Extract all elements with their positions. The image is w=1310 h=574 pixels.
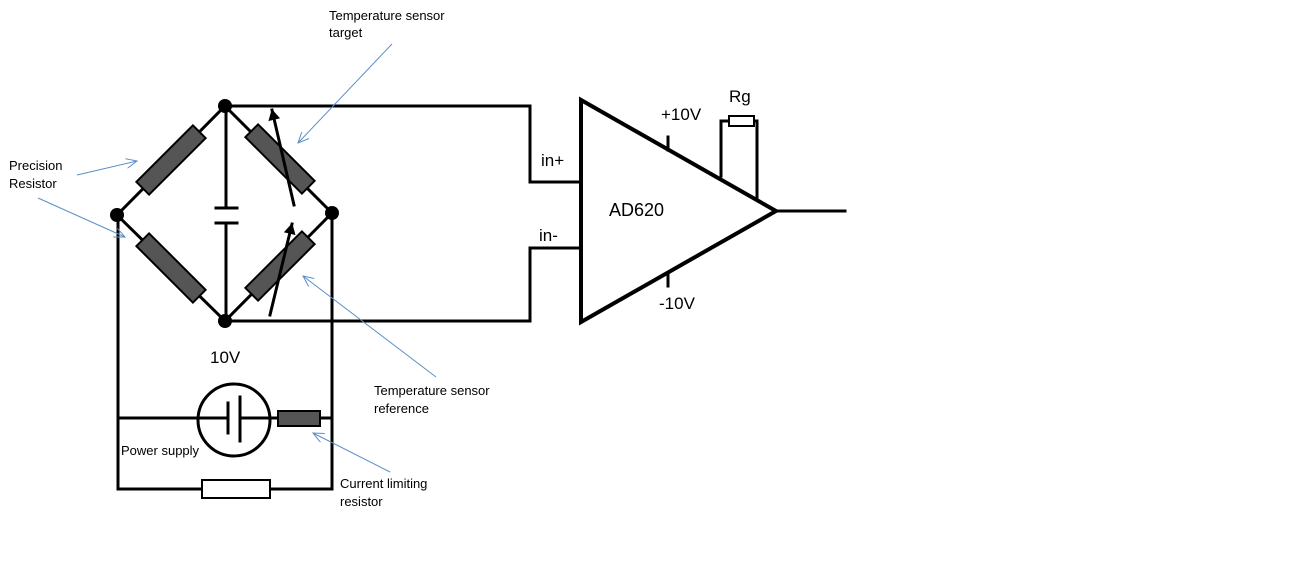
precision-resistor-lower: [134, 231, 208, 305]
label-current-limiting-resistor-line1: Current limiting: [340, 476, 427, 491]
label-in-plus: in+: [541, 151, 564, 170]
pointer-precision-resistor-lower: [37, 197, 125, 237]
temp-sensor-target-resistor: [243, 122, 317, 196]
gain-resistor: [728, 115, 755, 127]
label-temp-sensor-target-line2: target: [329, 25, 363, 40]
label-current-limiting-resistor-line2: resistor: [340, 494, 383, 509]
label-temp-sensor-target-line1: Temperature sensor: [329, 8, 445, 23]
label-power-supply: Power supply: [121, 443, 200, 458]
variable-arrow-target: [268, 108, 296, 207]
bridge-capacitor: [214, 104, 239, 323]
label-in-minus: in-: [539, 226, 558, 245]
label-neg-rail: -10V: [659, 294, 696, 313]
pointer-temp-sensor-target: [298, 43, 393, 143]
label-supply-voltage: 10V: [210, 348, 241, 367]
label-amplifier: AD620: [609, 200, 664, 220]
pointer-temp-sensor-reference: [303, 276, 437, 378]
label-gain-resistor: Rg: [729, 87, 751, 106]
amplifier-triangle: [579, 96, 781, 326]
input-wires: [223, 104, 582, 323]
label-pos-rail: +10V: [661, 105, 702, 124]
label-precision-resistor-line1: Precision: [9, 158, 62, 173]
pointer-current-limiting-resistor: [313, 433, 391, 473]
current-limiting-resistor: [277, 410, 321, 427]
precision-resistor-upper: [134, 123, 208, 197]
pointer-precision-resistor-upper: [76, 161, 137, 176]
variable-arrow-reference: [268, 222, 296, 317]
label-temp-sensor-reference-line1: Temperature sensor: [374, 383, 490, 398]
temp-sensor-reference-resistor: [243, 229, 317, 303]
label-temp-sensor-reference-line2: reference: [374, 401, 429, 416]
label-precision-resistor-line2: Resistor: [9, 176, 57, 191]
battery-symbol: [196, 382, 272, 458]
bottom-load-resistor: [201, 479, 271, 499]
